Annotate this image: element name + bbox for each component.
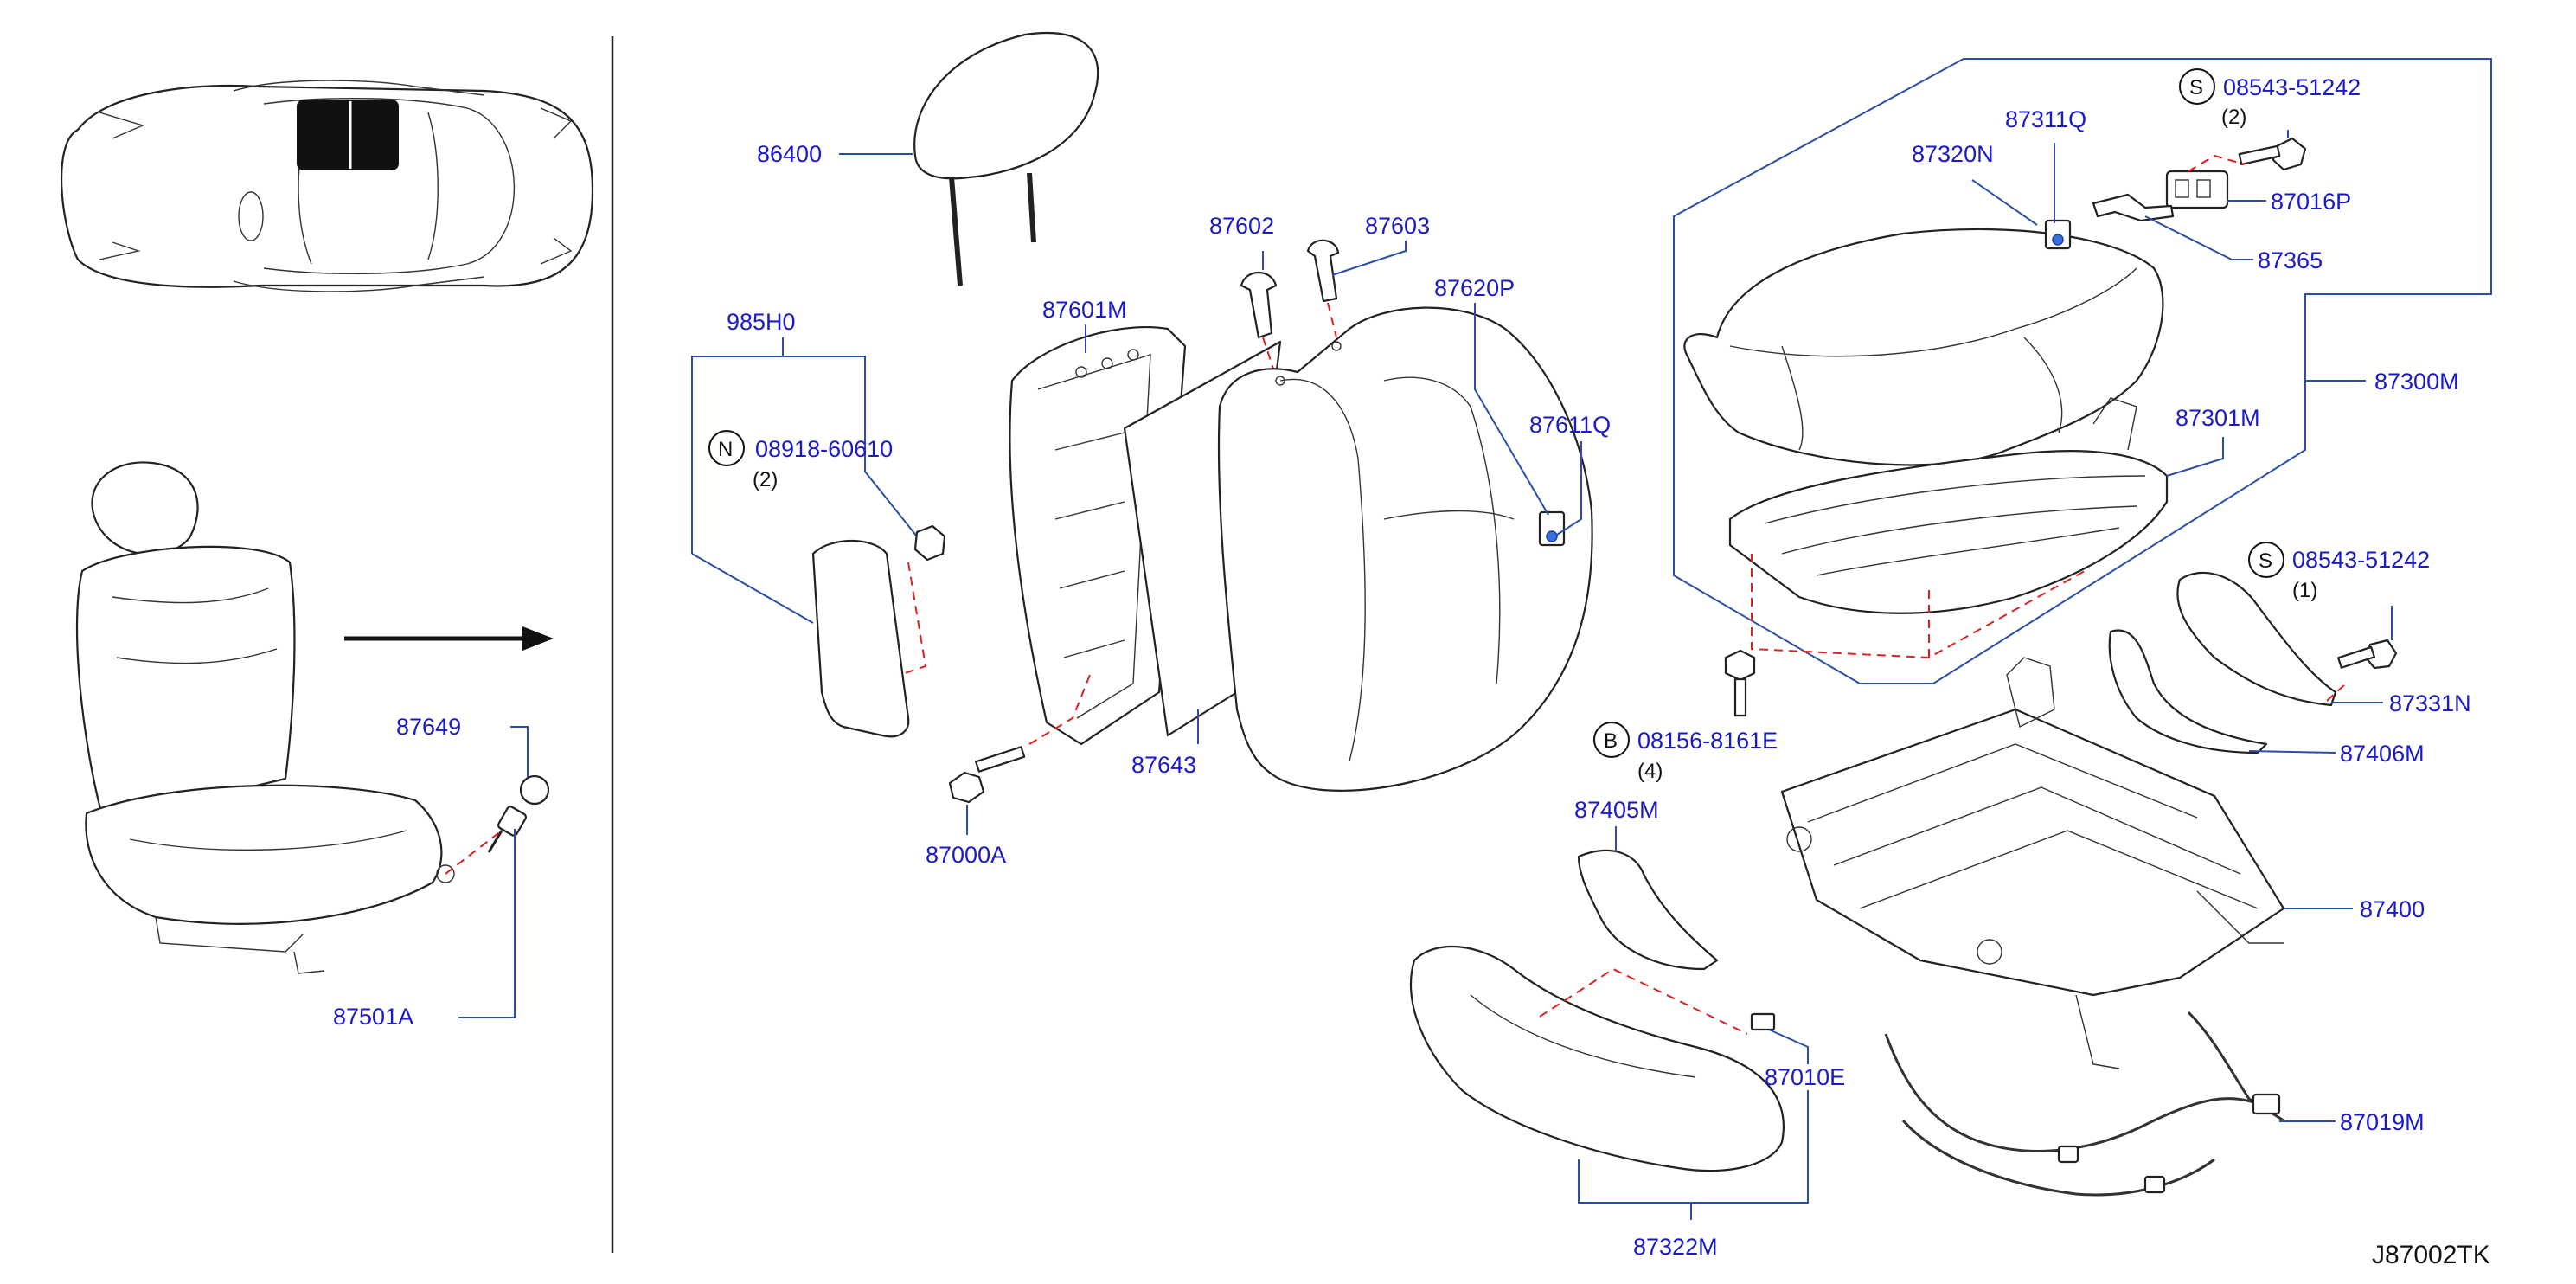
part-87019M-harness bbox=[1884, 1011, 2284, 1197]
label-87322M: 87322M bbox=[1633, 1234, 1718, 1260]
guide-985H0 bbox=[899, 562, 927, 676]
part-87649-cap bbox=[519, 774, 550, 806]
qty-08918-60610: (2) bbox=[753, 468, 778, 491]
label-87019M: 87019M bbox=[2340, 1109, 2425, 1135]
label-87331N: 87331N bbox=[2389, 690, 2471, 716]
label-87602: 87602 bbox=[1209, 213, 1274, 239]
label-08543-51242-a: 08543-51242 bbox=[2223, 74, 2361, 100]
svg-text:B: B bbox=[1604, 729, 1618, 753]
right-arrow-icon bbox=[344, 626, 554, 651]
n-symbol-icon: N bbox=[708, 430, 745, 466]
label-87010E: 87010E bbox=[1765, 1064, 1845, 1090]
part-87010E-clip bbox=[1750, 1012, 1776, 1031]
part-87406M-finisher bbox=[2108, 629, 2268, 754]
part-87405M-cover bbox=[1577, 849, 1719, 971]
qty-08543-51242-a: (2) bbox=[2221, 106, 2246, 129]
svg-text:S: S bbox=[2259, 549, 2272, 573]
label-87400: 87400 bbox=[2360, 896, 2425, 922]
part-87000A-bolt bbox=[948, 746, 1026, 804]
label-985H0: 985H0 bbox=[727, 309, 796, 335]
label-87365: 87365 bbox=[2258, 247, 2323, 273]
part-87603-clip bbox=[1306, 239, 1340, 303]
label-87301M: 87301M bbox=[2176, 405, 2260, 431]
label-87405M: 87405M bbox=[1574, 797, 1659, 823]
label-87611Q: 87611Q bbox=[1529, 412, 1611, 438]
part-87501A-bolt bbox=[487, 806, 528, 853]
seat-assembly-illustration bbox=[75, 461, 455, 974]
part-87365-bracket bbox=[2092, 193, 2175, 222]
svg-text:S: S bbox=[2189, 76, 2203, 100]
bracket-87300M bbox=[1673, 58, 2492, 684]
label-87016P: 87016P bbox=[2271, 189, 2351, 215]
part-08543-bolt-a bbox=[2238, 137, 2307, 171]
label-87603: 87603 bbox=[1365, 213, 1430, 239]
label-87620P: 87620P bbox=[1434, 275, 1515, 301]
part-cushion-trim bbox=[1683, 228, 2164, 466]
part-87311Q-tag bbox=[2044, 219, 2072, 250]
svg-text:N: N bbox=[718, 438, 733, 461]
label-08543-51242-b: 08543-51242 bbox=[2292, 547, 2430, 573]
diagram-code: J87002TK bbox=[2372, 1241, 2490, 1269]
label-87320N: 87320N bbox=[1912, 141, 1994, 167]
label-87649: 87649 bbox=[396, 714, 461, 740]
guide-87501A bbox=[445, 830, 503, 875]
s-symbol-icon-2: S bbox=[2248, 542, 2284, 578]
part-87602-clip bbox=[1240, 272, 1278, 339]
b-symbol-icon: B bbox=[1593, 722, 1630, 758]
seat-location-marker bbox=[297, 100, 399, 170]
label-87000A: 87000A bbox=[926, 842, 1006, 868]
part-86400-headrest bbox=[913, 32, 1099, 286]
part-87322M-finisher bbox=[1410, 945, 1785, 1172]
label-08918-60610: 08918-60610 bbox=[755, 436, 893, 462]
label-87406M: 87406M bbox=[2340, 741, 2425, 767]
part-87400-seat-adjuster bbox=[1780, 657, 2285, 1069]
qty-08156-8161E: (4) bbox=[1637, 760, 1663, 783]
guide-pan bbox=[1751, 554, 2086, 659]
part-08156-bolt bbox=[1724, 649, 1756, 717]
label-86400: 86400 bbox=[757, 141, 822, 167]
part-08543-bolt-b bbox=[2337, 639, 2398, 670]
label-87643: 87643 bbox=[1131, 752, 1196, 778]
qty-08543-51242-b: (1) bbox=[2292, 579, 2317, 602]
part-08918-nut bbox=[913, 524, 946, 562]
part-87620P-seatback-trim bbox=[1217, 306, 1593, 792]
guide-87000A bbox=[1028, 674, 1091, 745]
label-08156-8161E: 08156-8161E bbox=[1637, 728, 1778, 754]
part-87611Q-tag bbox=[1538, 510, 1566, 547]
s-symbol-icon: S bbox=[2179, 68, 2215, 105]
part-87331N-finisher bbox=[2176, 571, 2337, 707]
label-87311Q: 87311Q bbox=[2005, 106, 2086, 132]
part-87016P-switch bbox=[2165, 170, 2229, 209]
label-87501A: 87501A bbox=[333, 1004, 413, 1030]
car-top-view-icon bbox=[61, 80, 594, 292]
label-87300M: 87300M bbox=[2374, 369, 2459, 395]
part-87301M-cushion-pan bbox=[1728, 397, 2169, 614]
label-87601M: 87601M bbox=[1042, 297, 1127, 323]
part-985H0-airbag-module bbox=[811, 540, 910, 738]
